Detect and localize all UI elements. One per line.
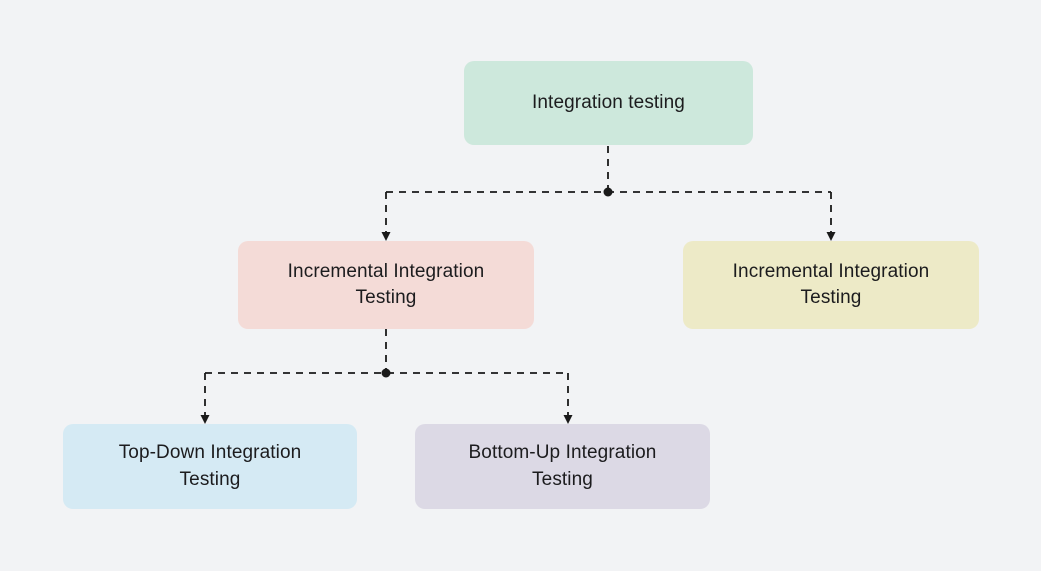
- arrowhead-to-top-down: [200, 415, 210, 424]
- arrowhead-to-inc-right: [826, 232, 836, 241]
- node-integration-testing: Integration testing: [464, 61, 753, 145]
- node-label: Top-Down Integration Testing: [118, 442, 302, 490]
- arrowhead-to-inc-left: [381, 232, 391, 241]
- junction-dot-level2: [381, 368, 391, 378]
- node-bottom-up-integration-testing: Bottom-Up Integration Testing: [415, 424, 710, 509]
- node-label: Integration testing: [532, 91, 685, 113]
- node-label: Incremental Integration Testing: [287, 260, 485, 308]
- junction-dot-level1: [603, 187, 613, 197]
- node-incremental-integration-testing-right: Incremental Integration Testing: [683, 241, 979, 329]
- node-label: Incremental Integration Testing: [732, 260, 930, 308]
- arrowhead-to-bottom-up: [563, 415, 573, 424]
- node-incremental-integration-testing-left: Incremental Integration Testing: [238, 241, 534, 329]
- node-label: Bottom-Up Integration Testing: [468, 442, 657, 490]
- node-top-down-integration-testing: Top-Down Integration Testing: [63, 424, 357, 509]
